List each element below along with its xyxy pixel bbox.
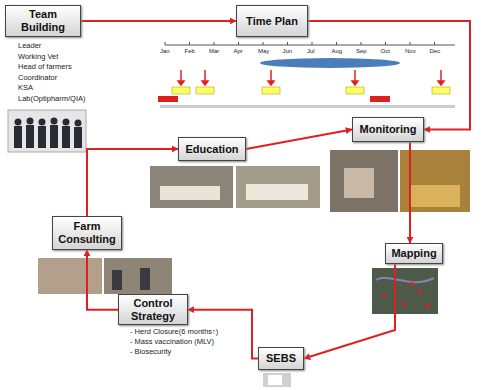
- note-text: Working Vet: [18, 53, 58, 61]
- flow-arrow: [409, 142, 411, 243]
- note-text: Aug: [332, 48, 343, 55]
- note-text: - Mass vaccination (MLV): [130, 338, 214, 346]
- event-marks: [172, 87, 450, 94]
- note-text: Oct: [381, 48, 390, 55]
- farm-photo: [38, 258, 102, 294]
- note-text: Feb: [185, 48, 195, 55]
- note-text: Mar: [209, 48, 219, 55]
- note-text: Sep: [356, 48, 367, 55]
- photo-detail: [268, 375, 282, 385]
- flow-arrow: [87, 149, 178, 216]
- box-label: SEBS: [266, 352, 296, 365]
- process-box: Mapping: [385, 243, 443, 264]
- note-text: - Biosecurity: [130, 348, 171, 356]
- team-photo: [8, 110, 86, 152]
- flow-arrow: [87, 250, 118, 310]
- people-figures: [14, 118, 82, 149]
- monitoring-photo: [330, 150, 398, 212]
- sebs-photo: [263, 373, 291, 387]
- note-text: Coordinator: [18, 74, 57, 82]
- note-text: Jan: [160, 48, 170, 55]
- meeting-marks: [158, 96, 390, 102]
- flow-arrow: [308, 21, 470, 130]
- note-text: Leader: [18, 42, 41, 50]
- farm-points: [382, 282, 430, 308]
- process-box: Monitoring: [352, 117, 424, 142]
- note-text: Jul: [307, 48, 315, 55]
- process-box: Time Plan: [236, 5, 308, 37]
- process-box: Farm Consulting: [52, 216, 122, 250]
- photo-detail: [140, 268, 150, 290]
- period-ellipse: [260, 58, 400, 68]
- note-text: - Herd Closure(6 months↑): [130, 328, 218, 336]
- note-text: Lab(Optipharm/QIA): [18, 95, 86, 103]
- timeline-arrows: [178, 70, 444, 85]
- photo-detail: [112, 270, 122, 290]
- box-label: Team Building: [10, 8, 76, 33]
- box-label: Education: [185, 143, 238, 156]
- box-label: Mapping: [391, 247, 436, 260]
- farm-photo: [104, 258, 172, 294]
- photo-detail: [410, 185, 460, 207]
- photo-detail: [160, 186, 220, 200]
- map-road: [376, 278, 434, 282]
- note-text: May: [258, 48, 269, 55]
- box-label: Farm Consulting: [57, 220, 117, 245]
- process-box: SEBS: [258, 347, 304, 370]
- map-image: [372, 268, 438, 314]
- photo-detail: [246, 184, 308, 200]
- box-label: Control Strategy: [123, 297, 183, 322]
- flow-arrow: [81, 20, 236, 22]
- process-box: Team Building: [5, 5, 81, 37]
- photo-detail: [344, 168, 374, 198]
- process-box: Education: [178, 137, 246, 161]
- education-photo: [150, 166, 233, 208]
- note-text: KSA: [18, 84, 33, 92]
- note-text: Nov: [405, 48, 416, 55]
- box-label: Time Plan: [246, 15, 298, 28]
- flow-arrow: [304, 264, 395, 359]
- box-label: Monitoring: [360, 123, 417, 136]
- note-text: Jun: [283, 48, 293, 55]
- timeline-ticks: [165, 42, 435, 45]
- education-photo: [236, 166, 320, 208]
- flow-arrow: [246, 130, 352, 150]
- timeline-bar: [160, 105, 455, 108]
- note-text: Head of farmers: [18, 63, 72, 71]
- note-text: Dec: [430, 48, 441, 55]
- process-box: Control Strategy: [118, 294, 188, 325]
- note-text: Apr: [234, 48, 243, 55]
- timeline-axis: [165, 45, 455, 46]
